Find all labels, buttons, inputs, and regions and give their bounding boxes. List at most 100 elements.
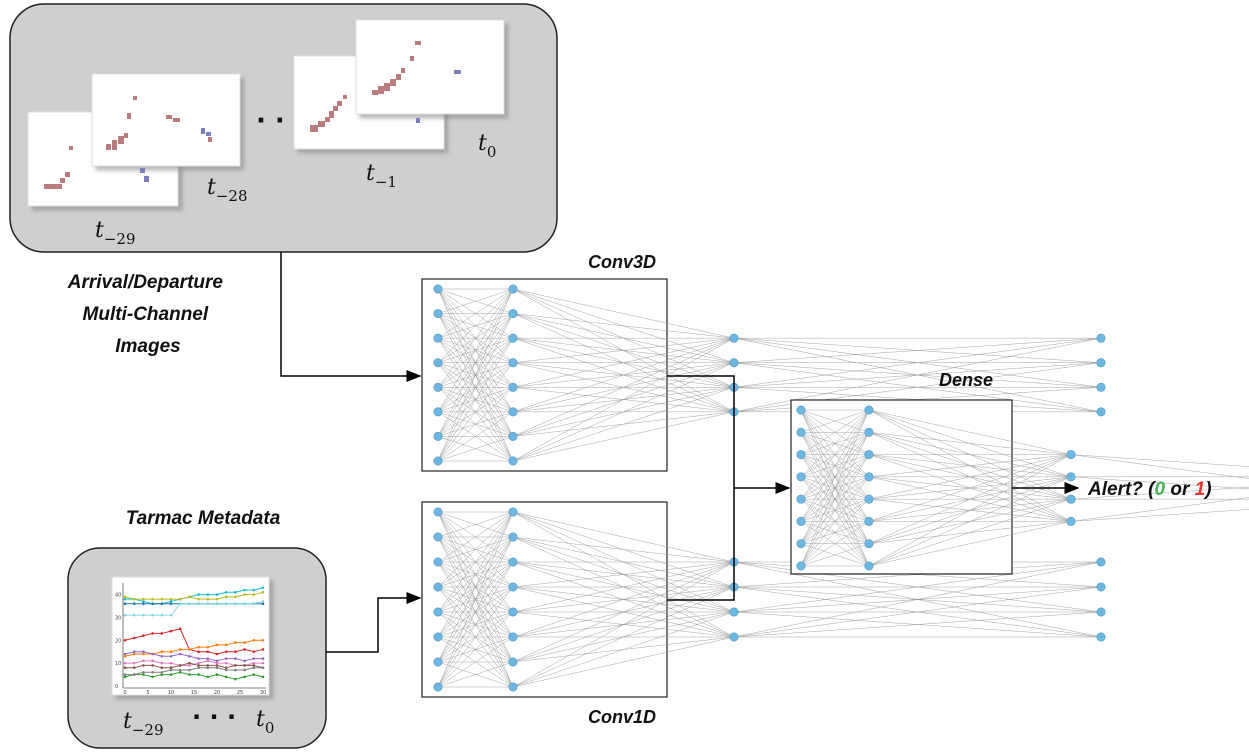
network-edge: [868, 498, 1072, 567]
mini-chart-point: [123, 666, 127, 670]
mini-chart-point: [243, 675, 246, 679]
network-node: [508, 407, 518, 417]
mini-chart-point: [215, 664, 219, 667]
network-edge: [868, 454, 1072, 522]
network-edge: [512, 611, 735, 688]
network-node: [1096, 407, 1106, 417]
mini-chart-point: [160, 602, 164, 606]
mini-chart-point: [160, 661, 164, 665]
network-node: [729, 333, 739, 343]
time-label-t0: t0: [478, 131, 496, 161]
mini-chart-point: [132, 661, 136, 665]
mini-chart-point: [188, 654, 191, 658]
network-node: [508, 333, 518, 343]
network-node: [796, 516, 806, 526]
network-edge: [437, 338, 514, 462]
network-node: [508, 607, 518, 617]
network-node: [508, 309, 518, 319]
mini-chart-point: [252, 593, 256, 596]
network-edge: [800, 409, 870, 500]
mini-chart-line: [124, 639, 263, 657]
conv1d-box: [421, 501, 668, 698]
network-edge: [512, 337, 735, 437]
mini-chart-x-tick: 25: [237, 690, 243, 696]
mini-chart-point: [243, 593, 246, 596]
network-edge: [512, 561, 735, 688]
mini-chart-point: [224, 666, 228, 670]
mini-chart-point: [123, 595, 127, 599]
mini-chart-point: [169, 600, 173, 603]
mini-chart-point: [132, 636, 136, 640]
mini-chart-point: [151, 632, 154, 635]
arrow-images-to-conv3d: [280, 252, 422, 382]
mini-chart-point: [234, 668, 237, 672]
network-node: [729, 607, 739, 617]
mini-chart-point: [123, 675, 127, 679]
mini-chart-x-tick: 15: [191, 690, 197, 696]
network-edge: [512, 511, 735, 563]
network-edge: [733, 337, 1102, 363]
mini-chart-point: [160, 654, 164, 658]
mini-chart-y-tick: 20: [115, 638, 121, 644]
mini-chart-point: [206, 650, 210, 654]
mini-chart-point: [151, 597, 154, 601]
mini-chart-point: [252, 661, 256, 665]
mini-chart-point: [142, 670, 145, 674]
dense-box: [790, 399, 1013, 575]
network-edge: [437, 387, 514, 462]
network-edge: [1070, 497, 1249, 522]
network-node: [1066, 450, 1076, 460]
mini-chart-point: [142, 664, 145, 667]
conv3d-network: [433, 284, 1106, 466]
mini-chart-point: [151, 664, 154, 667]
mini-chart-point: [151, 670, 154, 674]
network-edge: [512, 362, 735, 462]
mini-chart-point: [215, 652, 219, 656]
network-node: [433, 607, 443, 617]
mini-chart-point: [178, 652, 182, 656]
mini-chart-point: [169, 666, 173, 670]
mini-chart-line: [124, 591, 264, 600]
mini-chart-point: [224, 650, 228, 654]
network-edge: [437, 586, 514, 688]
mini-chart-point: [243, 648, 246, 651]
mini-chart-point: [123, 654, 127, 658]
network-node: [508, 682, 518, 692]
frame-t-28: [91, 73, 241, 182]
mini-chart-point: [234, 677, 237, 681]
mini-chart-y-tick: 40: [115, 593, 121, 599]
conv1d-network: [433, 507, 1106, 692]
mini-chart-point: [261, 600, 265, 603]
mini-chart-point: [132, 666, 136, 670]
mini-chart-line: [124, 671, 264, 680]
mini-chart-point: [132, 650, 136, 654]
mini-chart-point: [234, 602, 237, 606]
network-edge: [800, 498, 870, 567]
network-edge: [868, 476, 1072, 567]
network-edge: [512, 561, 735, 638]
mini-chart-point: [169, 661, 173, 665]
mini-chart-point: [151, 675, 154, 679]
mini-chart-point: [224, 668, 228, 672]
network-node: [433, 284, 443, 294]
output-zero: 0: [1155, 479, 1166, 500]
mini-chart-point: [197, 593, 200, 596]
time-label-t-28: t−28: [207, 175, 248, 205]
mini-chart-point: [169, 597, 173, 601]
mini-chart-point: [224, 661, 228, 665]
network-node: [508, 532, 518, 542]
mini-chart-point: [188, 668, 191, 672]
time-label-t-29: t−29: [95, 218, 136, 248]
network-edge: [1070, 486, 1249, 500]
mini-chart-point: [243, 668, 246, 672]
svg-text:t0: t0: [256, 707, 274, 737]
mini-chart-point: [178, 670, 182, 674]
network-edge: [512, 561, 735, 613]
mini-chart-point: [160, 670, 164, 674]
network-edge: [437, 288, 514, 314]
mini-chart-point: [123, 602, 127, 606]
network-node: [433, 456, 443, 466]
dense-network: [796, 405, 1249, 571]
network-edge: [437, 511, 514, 538]
svg-text:t−29: t−29: [123, 709, 164, 739]
